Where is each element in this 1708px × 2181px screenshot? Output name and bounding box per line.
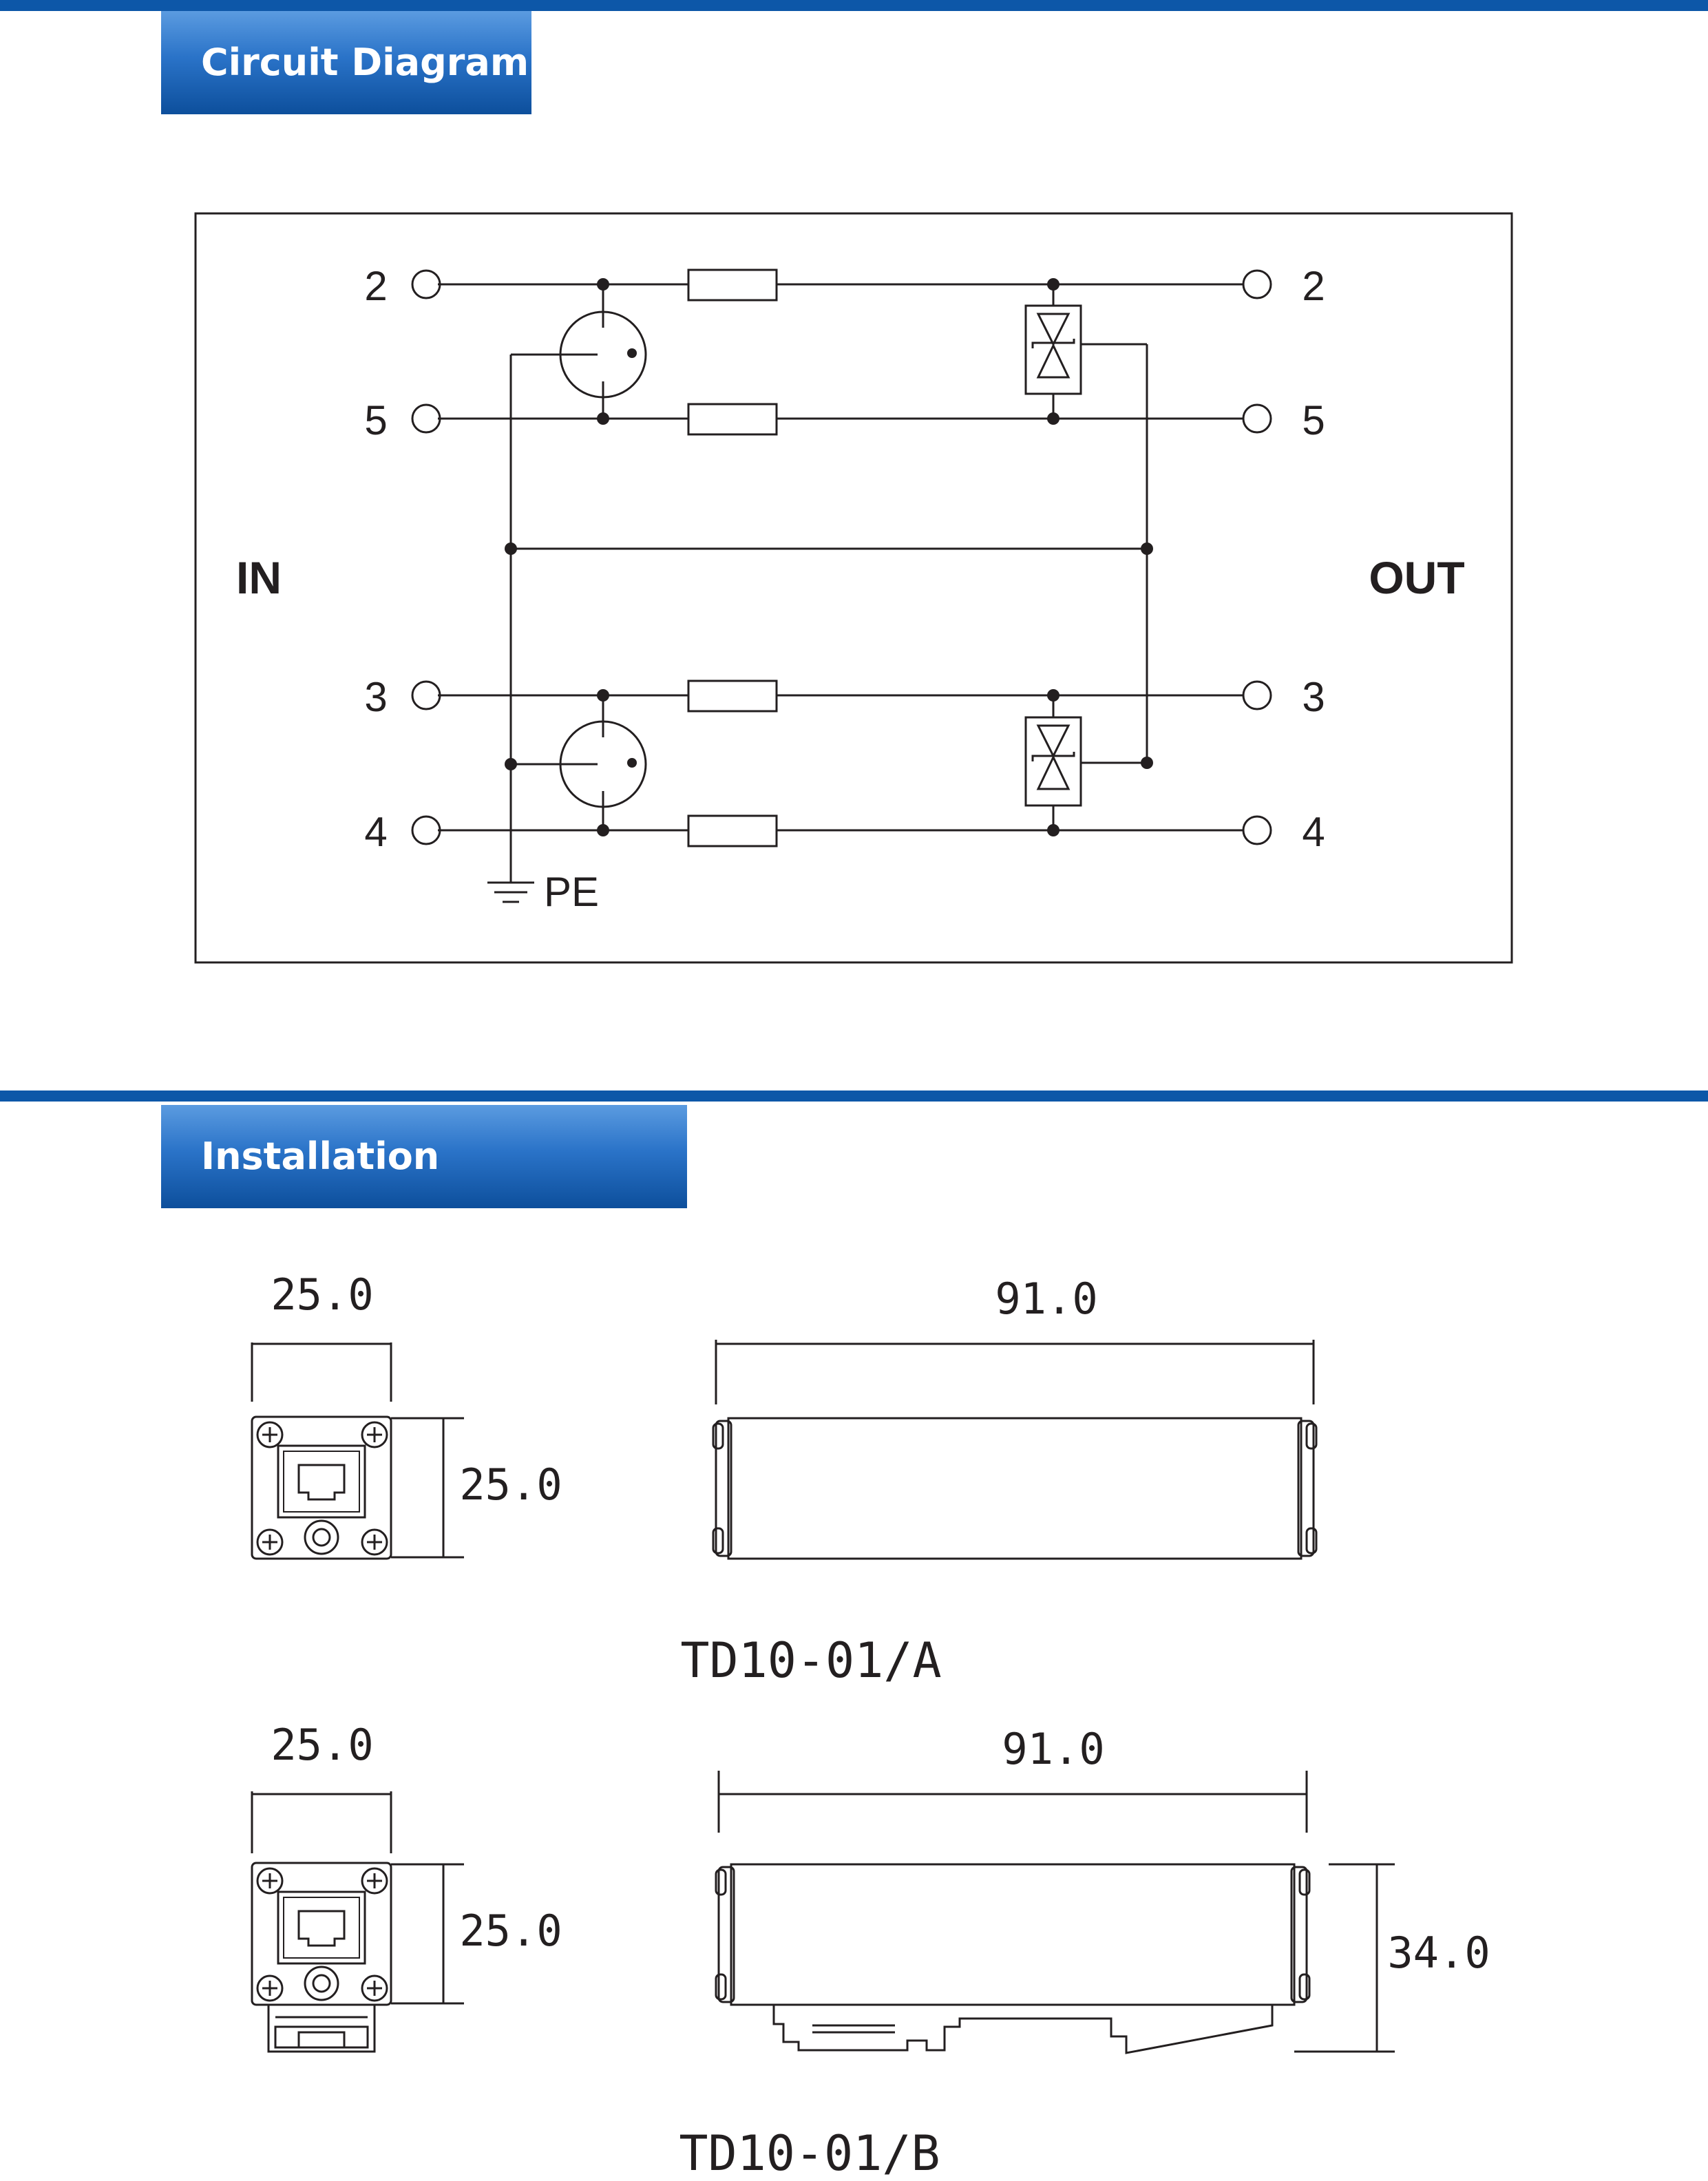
circuit-wires [438, 283, 1243, 883]
dim-b-front-height: 25.0 [459, 1906, 562, 1956]
section-title-circuit: Circuit Diagram [161, 11, 531, 114]
model-a-side-view [712, 1340, 1318, 1560]
in-label: IN [236, 552, 282, 603]
pin-label-out-5: 5 [1302, 397, 1325, 443]
section-title-install: Installation Dimensions [161, 1105, 687, 1281]
pin-label-out-4: 4 [1302, 809, 1325, 855]
pin-label-out-2: 2 [1302, 263, 1325, 309]
pin-label-in-5: 5 [364, 397, 387, 443]
pe-label: PE [544, 869, 599, 915]
out-label: OUT [1369, 552, 1464, 603]
series-resistors [687, 268, 778, 847]
pin-label-in-3: 3 [364, 674, 387, 720]
dim-b-front-width: 25.0 [271, 1720, 373, 1770]
model-a-label: TD10-01/A [680, 1632, 941, 1689]
model-b-front-view [251, 1791, 464, 2053]
input-terminals [411, 269, 441, 845]
tvs-diode-lower [1024, 716, 1082, 807]
dim-a-front-width: 25.0 [271, 1269, 373, 1320]
dim-a-side-length: 91.0 [995, 1274, 1097, 1324]
tvs-diode-upper [1024, 304, 1082, 395]
dim-b-side-height: 34.0 [1387, 1928, 1490, 1978]
pin-label-in-2: 2 [364, 263, 387, 309]
output-terminals [1242, 269, 1272, 845]
ground-icon [487, 881, 534, 903]
pin-label-out-3: 3 [1302, 674, 1325, 720]
section-divider-install [0, 1090, 1708, 1102]
model-b-label: TD10-01/B [679, 2125, 940, 2181]
model-a-front-view [251, 1342, 464, 1560]
gas-discharge-tube-upper [559, 310, 647, 399]
circuit-frame [194, 212, 1513, 964]
circuit-diagram [194, 212, 1513, 964]
pin-label-in-4: 4 [364, 809, 387, 855]
model-b-side-view [715, 1771, 1395, 2054]
dim-b-side-length: 91.0 [1002, 1724, 1104, 1774]
junction-dots [505, 278, 1153, 836]
gas-discharge-tube-lower [559, 720, 647, 808]
dim-a-front-height: 25.0 [459, 1460, 562, 1510]
section-divider-top [0, 0, 1708, 11]
